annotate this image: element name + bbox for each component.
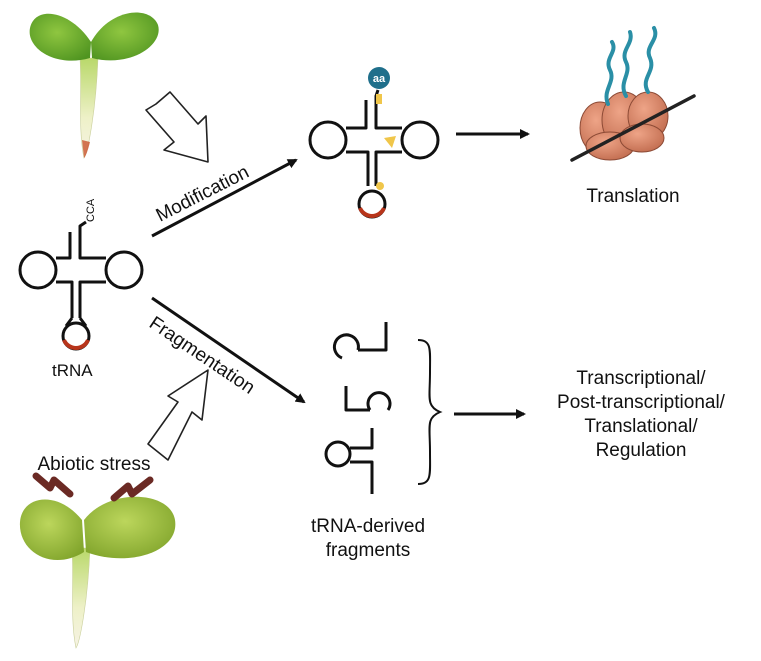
regulation-label-line3: Translational/ [584,416,698,437]
seedling-top [29,12,159,159]
amino-acid-label: aa [373,73,386,85]
fragments-label-line2: fragments [326,540,410,561]
trna-fragments [324,322,392,494]
cca-label: CCA [85,198,97,222]
peptide-chain [604,40,616,106]
fragmentation-arrow [151,296,306,404]
lightning-right-icon [110,476,154,502]
anticodon-loop-mark-modified [358,207,386,218]
modification-arrow [151,158,298,238]
abiotic-stress-label: Abiotic stress [38,454,151,475]
ribosome-icon [570,26,696,162]
peptide-chain [643,26,658,94]
anticodon-loop-mark [62,339,90,350]
modification-mark [384,136,396,148]
modification-mark [376,94,382,104]
regulation-label-line1: Transcriptional/ [576,368,706,389]
peptide-chain [621,30,633,98]
translation-label: Translation [586,186,679,207]
seedling-bottom [19,496,176,649]
mrna-strand [570,94,696,162]
regulation-label-line4: Regulation [596,440,687,461]
regulation-label-line2: Post-transcriptional/ [557,392,726,413]
trna-label: tRNA [52,361,93,380]
fragments-bracket [417,339,443,485]
modification-label: Modification [153,162,253,227]
amino-acid-icon [368,67,390,89]
hollow-arrow-up-icon [147,369,209,461]
modified-trna [308,89,440,219]
lightning-left-icon [32,472,74,498]
modification-mark [376,182,384,190]
fragments-label-line1: tRNA-derived [311,516,425,537]
hollow-arrow-down-icon [145,91,209,163]
trna-structure [18,220,144,351]
